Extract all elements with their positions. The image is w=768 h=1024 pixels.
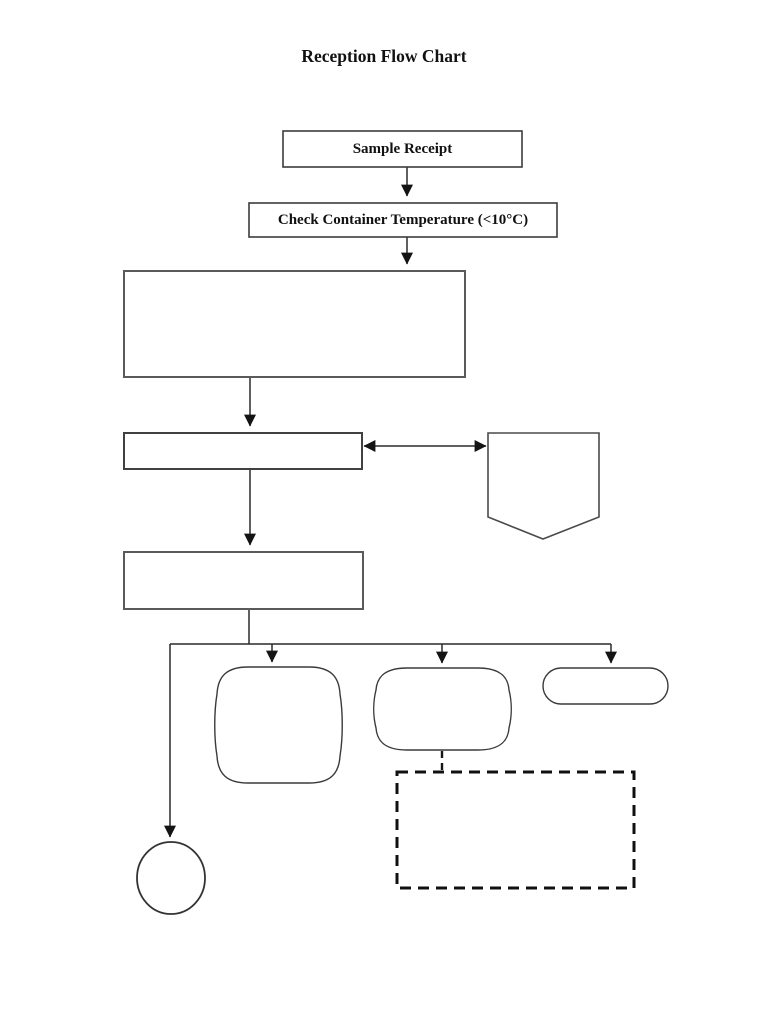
sample-receipt-label: Sample Receipt [352,140,453,157]
check-temperature-label: Check Container Temperature (<10°C) [277,211,529,228]
stadium-shape [542,667,669,705]
off-page-connector [487,432,600,540]
barrel-left-shape [214,666,343,784]
narrow-process-box [123,432,363,470]
process-box-2 [123,551,364,610]
flowchart-title: Reception Flow Chart [301,46,467,66]
sample-receipt-box [282,130,523,168]
large-process-box [123,270,466,378]
check-temperature-box [248,202,558,238]
end-circle [136,841,206,915]
barrel-middle-shape [373,667,512,751]
dashed-region-box [395,770,636,890]
